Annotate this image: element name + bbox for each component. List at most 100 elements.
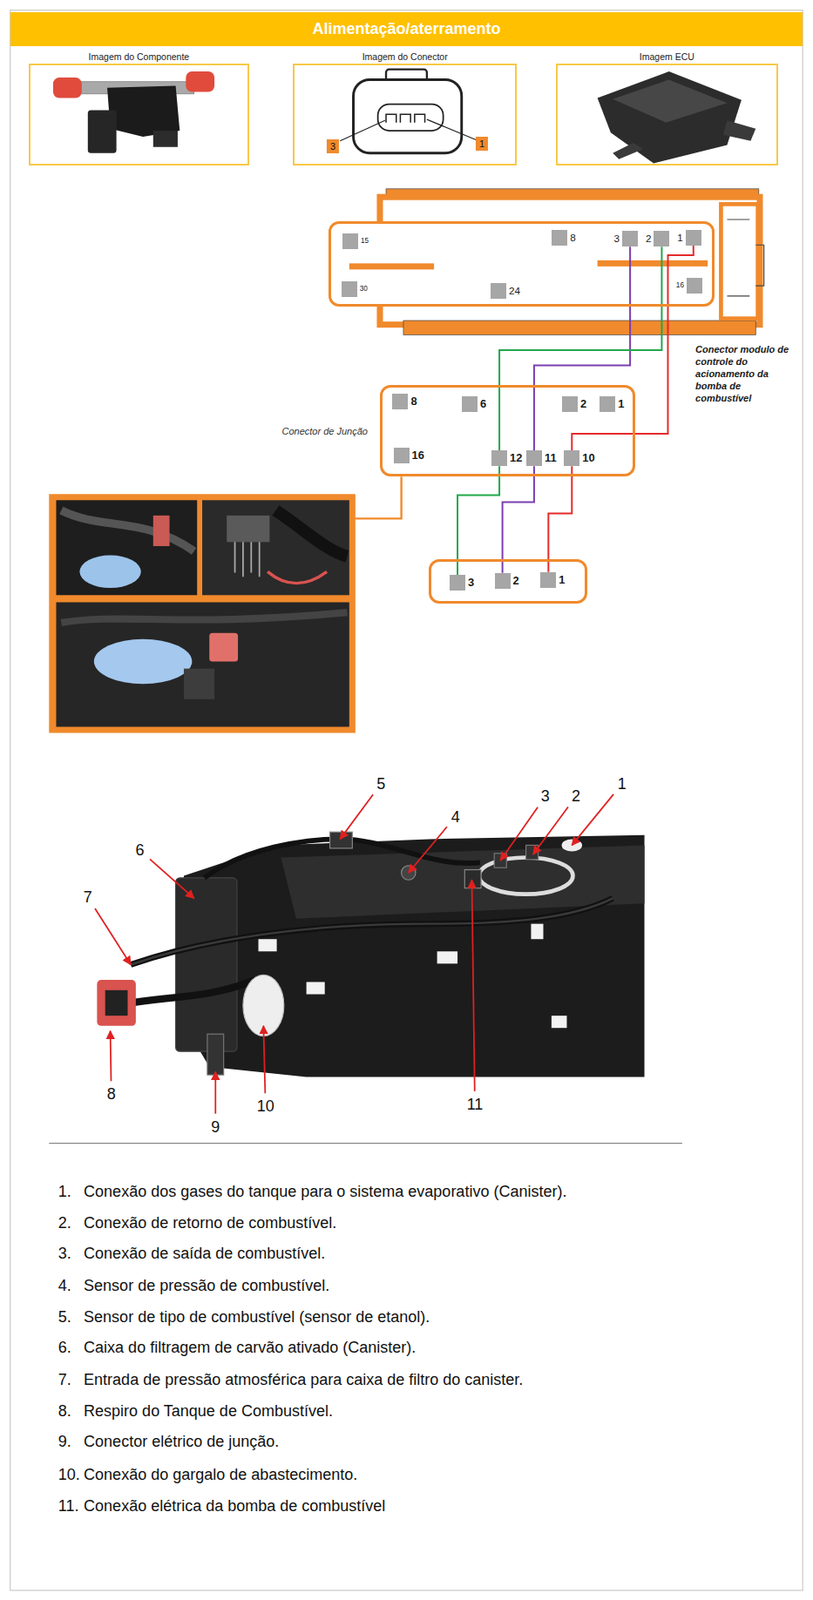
leader-arrow: [263, 1026, 265, 1094]
pin-square: 2: [653, 230, 670, 247]
housing-flange: [403, 320, 756, 335]
separator-line: [48, 1143, 683, 1145]
return-port: [526, 845, 539, 860]
pin-square: 30: [341, 281, 358, 298]
hose-tag: [551, 1016, 568, 1029]
list-item: Caixa do filtragem de carvão ativado (Ca…: [83, 1340, 416, 1358]
hose-tag: [258, 939, 278, 952]
pin-number: 15: [360, 237, 369, 244]
callout-number: 4: [451, 809, 461, 826]
pin-number: 8: [569, 232, 576, 244]
pin-number: 11: [544, 453, 557, 465]
cavity-ground: [328, 221, 715, 306]
connector-caption: Conector modulo de controle do acionamen…: [695, 343, 790, 405]
title-text: Alimentação/aterramento: [311, 20, 501, 39]
list-item: Sensor de pressão de combustível.: [83, 1278, 330, 1296]
pin-square: 8: [392, 393, 408, 410]
pin-number: 16: [676, 282, 685, 290]
photo-leader: [355, 476, 402, 519]
ecu-body: [597, 71, 742, 163]
connector-caption: Conector de Junção: [282, 426, 368, 437]
list-item: Entrada de pressão atmosférica para caix…: [83, 1372, 523, 1390]
pin-number: 1: [677, 232, 684, 244]
list-number: 10.: [58, 1467, 81, 1485]
pin-number: 1: [558, 574, 565, 586]
pin-square: 8: [551, 230, 568, 246]
list-item: Conexão de retorno de combustível.: [83, 1215, 337, 1234]
pin-number: 2: [580, 399, 587, 411]
connector-pins: [386, 114, 426, 122]
callout-number: 11: [467, 1097, 484, 1113]
callout-number: 2: [571, 788, 581, 805]
callout-number: 6: [135, 842, 145, 859]
callout-number: 9: [210, 1119, 220, 1136]
list-number: 7.: [58, 1372, 72, 1390]
tube-cap: [185, 71, 215, 92]
pin-square: 1: [685, 230, 702, 246]
leader-line: [339, 120, 386, 141]
pin-number: 3: [467, 577, 475, 590]
pin-number: 16: [412, 449, 425, 461]
callout-number: 8: [107, 1086, 116, 1103]
list-number: 11.: [58, 1498, 80, 1517]
vent-connector: [96, 980, 136, 1027]
photo-frame: [48, 494, 356, 733]
list-number: 1.: [58, 1184, 72, 1202]
leader-arrow: [533, 806, 569, 855]
list-item: Conexão do gargalo de abastecimento.: [83, 1467, 358, 1485]
pin-tag: 3: [326, 139, 339, 154]
pin-number: 1: [617, 399, 624, 411]
canister-box: [176, 878, 238, 1052]
pin-square: 16: [393, 447, 410, 464]
list-number: 9.: [58, 1434, 72, 1452]
connector-cavity: [378, 104, 444, 131]
connector-outline: [353, 79, 462, 153]
pin-number: 8: [410, 395, 417, 407]
photo-glove: [79, 555, 141, 590]
photo: [55, 602, 349, 727]
photo-hose: [275, 510, 347, 557]
list-number: 3.: [58, 1246, 72, 1264]
callout-number: 1: [617, 776, 627, 793]
pin-number: 2: [645, 233, 652, 244]
pin-square: 2: [494, 573, 511, 590]
list-item: Conexão elétrica da bomba de combustível: [83, 1498, 386, 1517]
hose-tag: [306, 982, 326, 995]
pin-square: 15: [342, 233, 359, 250]
pin-square: 6: [461, 396, 478, 413]
pin-square: 3: [622, 230, 638, 247]
illustration-group: [10, 10, 803, 1592]
sensor-foot: [153, 130, 178, 148]
list-number: 8.: [58, 1403, 72, 1422]
pin-square: 1: [599, 396, 616, 413]
list-item: Conexão de saída de combustível.: [83, 1246, 326, 1264]
photo: [202, 500, 350, 596]
hose: [117, 980, 256, 1006]
hose-tag: [437, 951, 458, 964]
vent-connector-face: [105, 990, 129, 1017]
hose: [130, 898, 613, 965]
pin-square: 24: [490, 283, 507, 299]
photo-connector: [183, 669, 215, 700]
image-heading: Imagem do Conector: [294, 51, 515, 62]
photo-connector: [153, 515, 170, 547]
photo-connector: [209, 633, 238, 663]
pin-number: 10: [582, 453, 595, 465]
tube-cap: [53, 77, 82, 98]
pin-square: 2: [562, 396, 578, 413]
junction-connector: [207, 1034, 224, 1076]
hose-tag: [530, 924, 543, 941]
list-number: 2.: [58, 1215, 72, 1234]
wire: [548, 466, 572, 572]
leader-arrow: [408, 826, 448, 874]
leader-arrow: [109, 1031, 113, 1082]
pin-square: 11: [526, 450, 542, 467]
pin-number: 3: [614, 233, 621, 244]
pin-square: 16: [686, 277, 703, 294]
image-heading: Imagem ECU: [557, 51, 777, 62]
pin-number: 24: [508, 285, 521, 297]
leader-arrow: [500, 807, 538, 861]
callout-number: 7: [83, 889, 93, 906]
sensor-plug: [88, 110, 117, 154]
pin-square: 3: [449, 575, 466, 591]
